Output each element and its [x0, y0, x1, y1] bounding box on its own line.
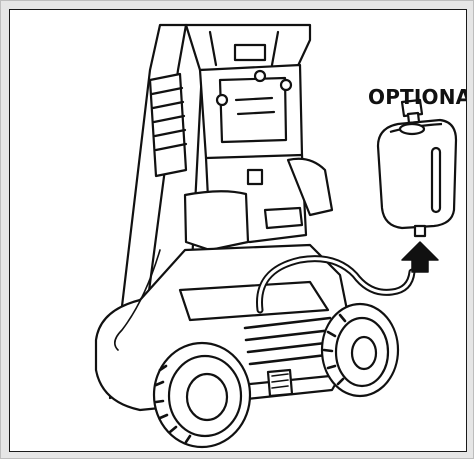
- pressure-washer-illustration: [94, 23, 458, 449]
- left-wheel: [152, 341, 252, 449]
- power-cord: [114, 249, 161, 351]
- hose-hook: [183, 190, 250, 252]
- arrow-up-icon: [401, 241, 439, 273]
- switch-icon: [246, 168, 264, 186]
- illustration-panel: OPTIONAL: [9, 9, 467, 452]
- right-wheel: [320, 302, 400, 398]
- gun-holder: [286, 157, 334, 217]
- optional-label: OPTIONAL: [368, 85, 466, 109]
- detergent-tank-icon: [376, 98, 458, 238]
- washer-top-frame: [184, 23, 312, 72]
